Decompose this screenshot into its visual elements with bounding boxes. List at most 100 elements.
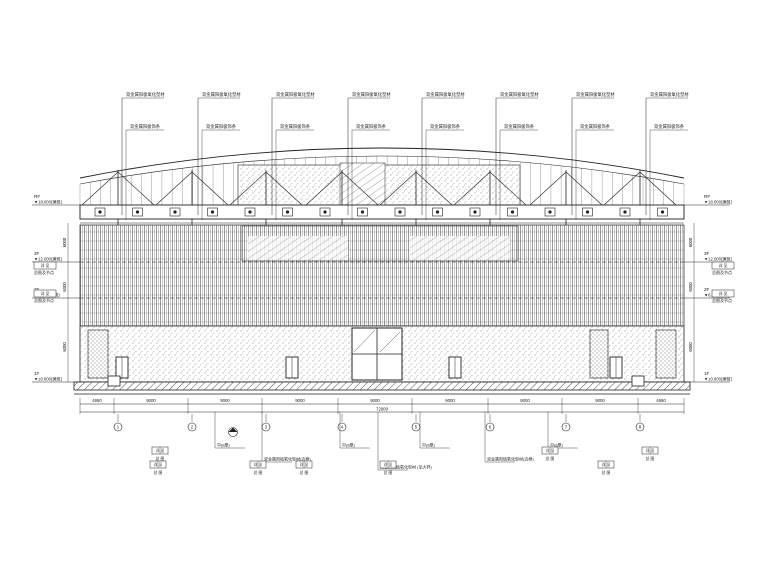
- note-text: 双金属阳极氧化型材(边框): [487, 456, 534, 462]
- roof-arch-inner: [79, 155, 685, 185]
- beam-fixture-dot: [398, 210, 402, 214]
- detail-tag-bottom: 总 图: [300, 470, 309, 475]
- level-tag-left: 2F: [34, 287, 40, 292]
- detail-tag-bottom: 总 图: [646, 456, 655, 461]
- truss-diagonal: [529, 171, 567, 206]
- side-tag-box-text: 详 见: [718, 290, 727, 296]
- level-tag-right: 2F: [704, 287, 710, 292]
- note-text: 双金属阳极氧化型材(边框): [264, 456, 311, 462]
- vdim-left-value: 6000: [62, 342, 67, 352]
- truss-diagonal: [453, 171, 491, 206]
- axis-bubble: [635, 422, 645, 432]
- detail-tag-bottom: 总 图: [602, 470, 611, 475]
- callout-text-trim: 双金属阳极饰条: [356, 123, 387, 130]
- axis-label: 7: [565, 425, 568, 430]
- side-tag-box-text: 详 见: [40, 262, 49, 268]
- level-elevation-right: ▼18.000(建筑): [704, 199, 733, 206]
- corner-column: [589, 329, 609, 379]
- glass-reflection: [353, 329, 376, 353]
- side-tag-box: [33, 261, 57, 270]
- callout-text-profile: 双金属阳极氧化型材: [352, 91, 391, 98]
- hdim-total-value: 72900: [376, 407, 389, 412]
- axis-label: 4: [341, 425, 344, 430]
- corner-column: [655, 329, 677, 379]
- axis-label: 8: [639, 425, 642, 430]
- detail-tag-bottom: 总 图: [254, 470, 263, 475]
- axis-bubble: [485, 422, 495, 432]
- base-footing: [107, 375, 121, 387]
- hdim-value: 9000: [520, 398, 530, 403]
- hdim-value: 9000: [220, 398, 230, 403]
- axis-bubble: [561, 422, 571, 432]
- note-text: 中(8厚): [217, 442, 231, 448]
- note-text: 中(8厚): [550, 442, 564, 448]
- beam-fixture-dot: [435, 210, 440, 214]
- level-elevation-left: ▼12.000(建筑): [34, 256, 63, 263]
- vdim-left-value: 6000: [62, 237, 67, 247]
- axis-bubble: [187, 422, 197, 432]
- level-tag-left: 3F: [34, 251, 40, 256]
- detail-tag-top: 详 见: [156, 448, 165, 453]
- bottom-annotations: 中(8厚) 双金属阳极氧化型材(边框) 中(8厚) 双金属阳极氧化型材 (见大样) 中(…: [149, 412, 659, 475]
- callout-text-trim: 双金属阳极饰条: [206, 123, 237, 130]
- section-marker-arrow: [228, 427, 238, 432]
- roof-beam: [79, 204, 685, 220]
- beam-fixture-dot: [323, 210, 327, 214]
- truss-diagonal: [191, 171, 229, 206]
- hdim-value: 4950: [92, 398, 102, 403]
- vdim-right-value: 6000: [688, 342, 693, 352]
- beam-fixture-dot: [98, 210, 102, 214]
- side-tag-box: [33, 289, 57, 298]
- axis-label: 2: [191, 425, 194, 430]
- side-tag-box-text: 详 见: [40, 290, 49, 296]
- truss-diagonal: [155, 171, 193, 206]
- beam-fixture-dot: [210, 210, 215, 214]
- callout-text-profile: 双金属阳极氧化型材: [202, 91, 241, 98]
- callout-text-trim: 双金属阳极饰条: [654, 123, 685, 130]
- axis-label: 3: [265, 425, 268, 430]
- callout-text-profile: 双金属阳极氧化型材: [426, 91, 465, 98]
- detail-tag-bottom: 总 图: [156, 456, 165, 461]
- detail-tag-bottom: 总 图: [384, 470, 393, 475]
- hdim-value: 9000: [445, 398, 455, 403]
- vdim-left-value: 6000: [62, 282, 67, 292]
- beam-fixture-dot: [473, 210, 477, 214]
- side-tag-text: 总图及节点: [712, 297, 732, 303]
- side-tag-box-text: 详 见: [718, 262, 727, 268]
- level-elevation-left: ▼±0.000(建筑): [34, 376, 63, 383]
- hdim-value: 9000: [146, 398, 156, 403]
- level-markers: RF▼18.000(建筑)3F▼12.000(建筑)2F▼6.000(建筑)1F…: [32, 194, 735, 383]
- level-tag-left: RF: [34, 194, 40, 199]
- detail-tag-bottom: 总 图: [546, 456, 555, 461]
- beam-fixture-dot: [548, 210, 552, 214]
- canvas-layer: [73, 147, 691, 395]
- level-tag-left: 1F: [34, 371, 40, 376]
- note-text: 中(8厚): [422, 442, 436, 448]
- note-text: 中(8厚): [342, 442, 356, 448]
- axis-bubble: [113, 422, 123, 432]
- level-elevation-left: ▼18.000(建筑): [34, 199, 63, 206]
- vdim-right-value: 6000: [688, 237, 693, 247]
- side-tag-text: 总图及节点: [712, 269, 732, 275]
- level-elevation-right: ▼±0.000(建筑): [704, 376, 733, 383]
- level-tag-right: RF: [704, 194, 710, 199]
- detail-tag-top: 详 见: [154, 462, 163, 467]
- note-text: 双金属阳极氧化型材 (见大样): [380, 464, 432, 470]
- detail-tag-top: 详 见: [384, 462, 393, 467]
- beam-fixture-dot: [285, 210, 290, 214]
- callout-text-profile: 双金属阳极氧化型材: [500, 91, 539, 98]
- level-tag-right: 1F: [704, 371, 710, 376]
- detail-tag-bottom: 总 图: [154, 470, 163, 475]
- callout-text-profile: 双金属阳极氧化型材: [126, 91, 165, 98]
- truss-diagonal: [379, 171, 417, 206]
- side-tag-text: 总图及节点: [34, 297, 54, 303]
- ground-slab: [73, 381, 691, 391]
- beam-fixture-dot: [660, 210, 665, 214]
- side-tag-box: [711, 261, 735, 270]
- beam-fixture-dot: [510, 210, 515, 214]
- beam-fixture-dot: [248, 210, 252, 214]
- beam-fixture-dot: [585, 210, 590, 214]
